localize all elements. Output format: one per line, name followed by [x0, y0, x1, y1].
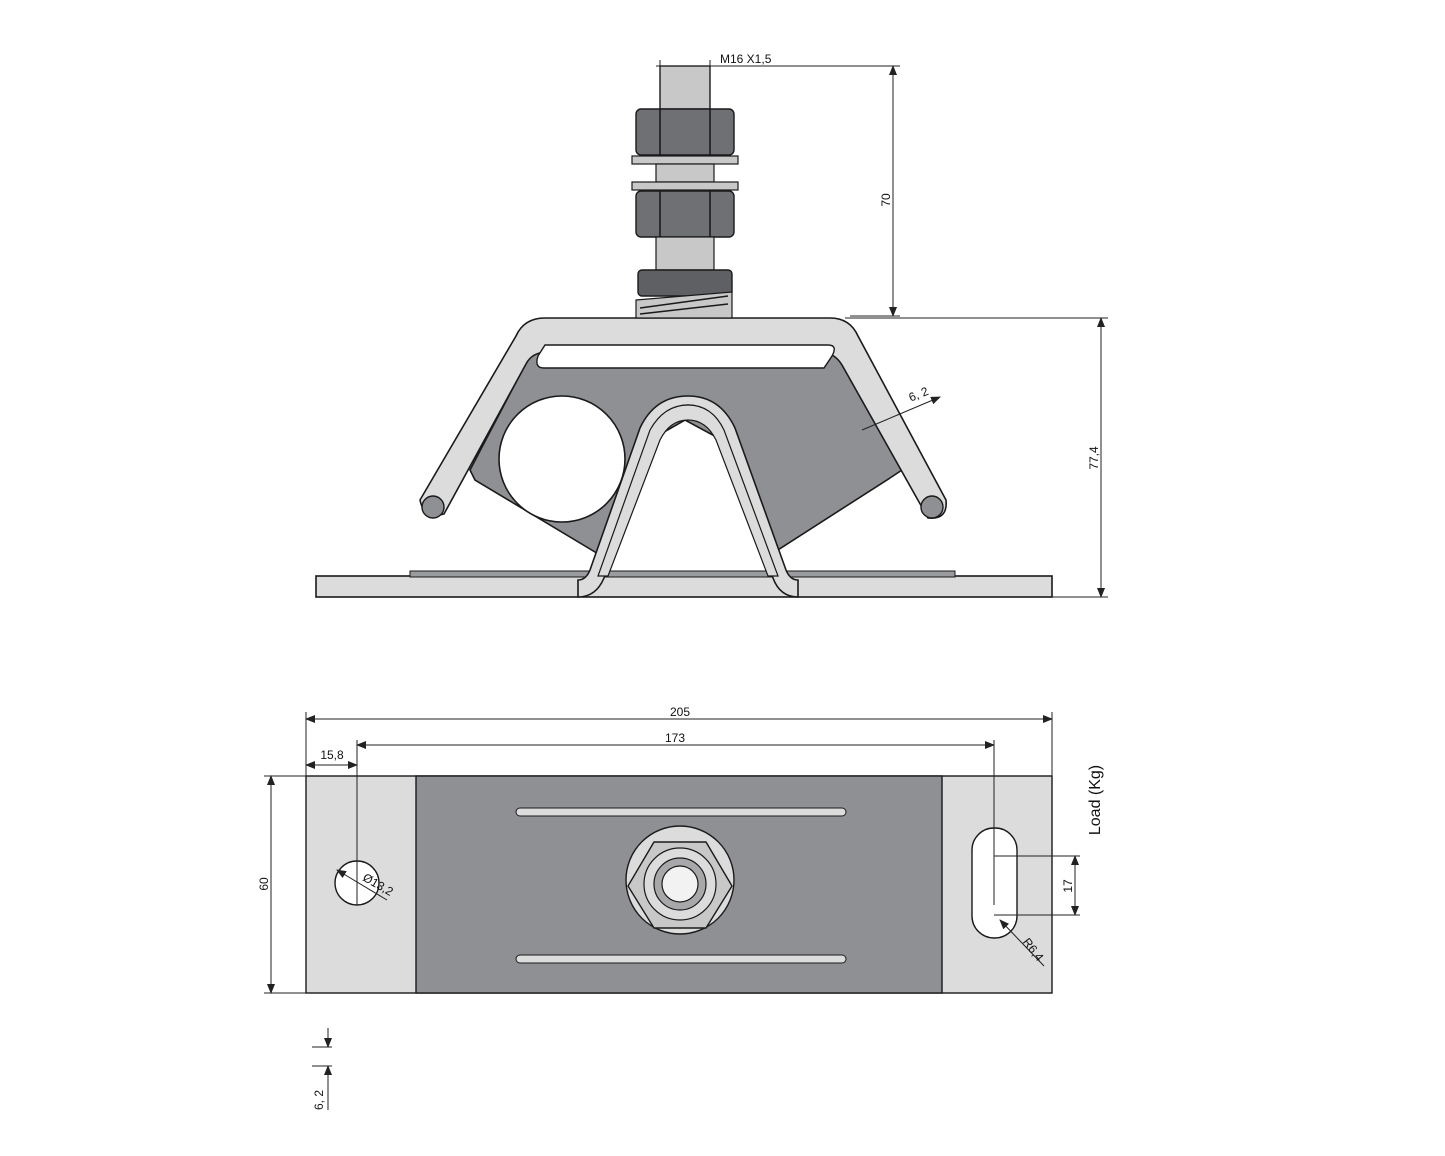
top-slot-lower	[515, 954, 847, 964]
overall-length-label: 205	[670, 705, 690, 719]
bracket-tip-right	[920, 495, 944, 519]
stud-top	[659, 65, 711, 110]
lock-nut	[637, 269, 733, 297]
top-slot-upper	[515, 807, 847, 817]
total-height-label: 77,4	[1087, 446, 1101, 470]
side-thickness-label: 6, 2	[907, 384, 931, 405]
top-view	[305, 775, 1053, 994]
base-plate	[315, 575, 1053, 598]
base-plate-top-strip	[409, 570, 956, 578]
edge-offset-label: 15,8	[320, 748, 344, 762]
load-label: Load (Kg)	[1087, 765, 1104, 835]
thread-label: M16 X1,5	[720, 52, 772, 66]
width-label: 60	[257, 877, 271, 891]
stud-mid	[655, 163, 715, 183]
upper-bracket	[419, 317, 947, 519]
front-view	[315, 65, 1053, 598]
stud-lower	[655, 236, 715, 271]
plate-thickness-label: 6, 2	[312, 1090, 326, 1110]
middle-nut	[635, 190, 735, 238]
lower-bracket-inner	[597, 404, 779, 577]
stud-height-label: 70	[879, 193, 893, 207]
washer-lower	[631, 181, 739, 191]
upper-slot	[536, 344, 835, 369]
slot-length-label: 17	[1061, 879, 1075, 893]
stud-bore	[661, 865, 699, 903]
bracket-tip-left	[421, 495, 445, 519]
hole-spacing-label: 173	[665, 731, 685, 745]
washer-upper	[631, 155, 739, 165]
upper-nut	[635, 108, 735, 156]
rubber-hole	[498, 395, 626, 523]
